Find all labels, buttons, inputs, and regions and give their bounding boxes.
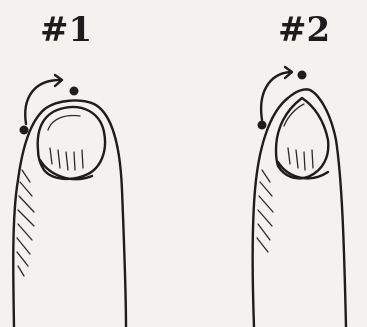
finger-2-nail <box>276 98 328 178</box>
finger-1-start-dot <box>20 126 29 135</box>
finger-1-shading <box>17 170 34 276</box>
finger-2-end-dot <box>298 71 307 80</box>
finger-2-outline <box>253 89 346 327</box>
finger-1-end-dot <box>70 87 79 96</box>
finger-2-nail-lines <box>288 148 313 170</box>
finger-1 <box>13 75 126 327</box>
finger-2-cuticle <box>278 162 328 178</box>
finger-2-start-dot <box>258 121 267 130</box>
finger-1-nail-lines <box>50 148 83 170</box>
finger-1-outline <box>13 101 126 327</box>
finger-1-nail-inner <box>48 116 80 130</box>
finger-2-shading <box>257 170 273 252</box>
finger-2 <box>253 67 346 327</box>
